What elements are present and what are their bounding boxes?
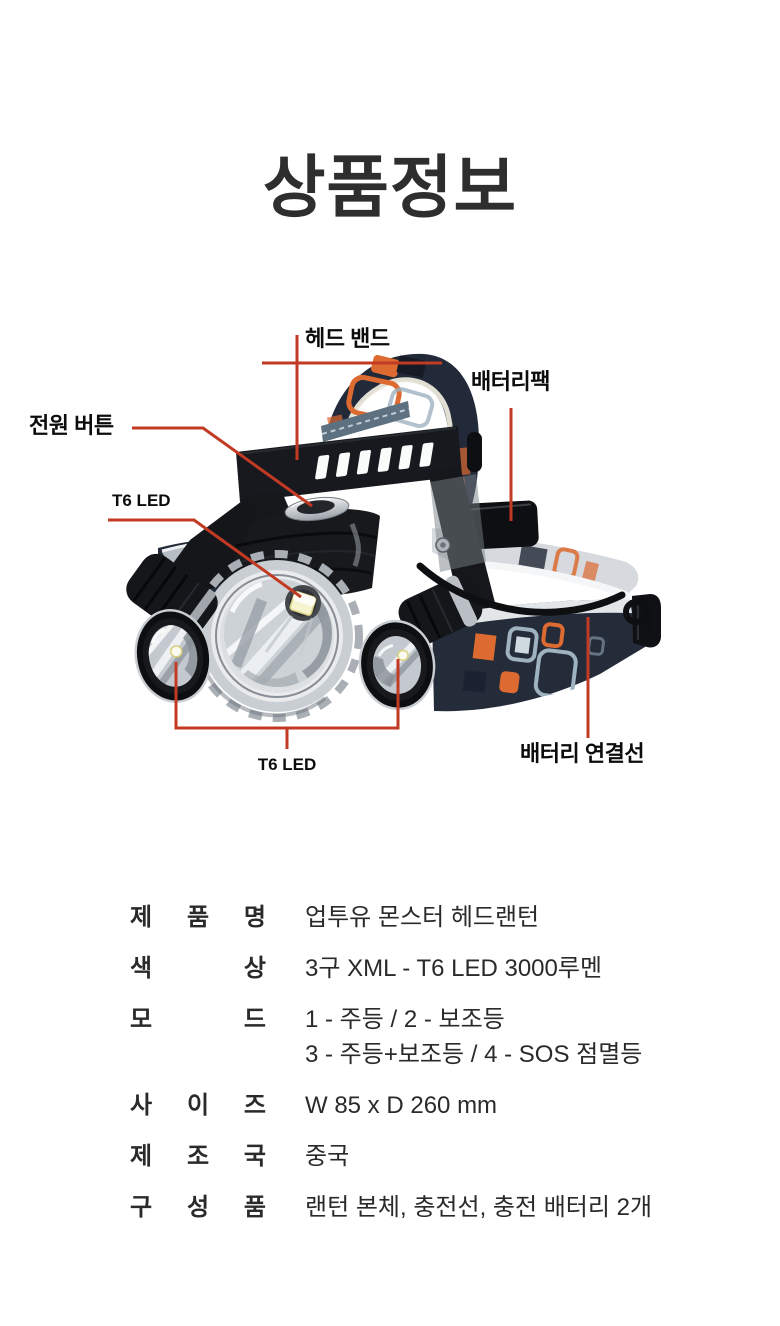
spec-row-country: 제 조 국 중국 [130,1139,690,1174]
spec-row-product-name: 제 품 명 업투유 몬스터 헤드랜턴 [130,900,690,935]
band-pattern [462,622,605,700]
left-led [126,553,218,704]
mode-line-1: 1 - 주등 / 2 - 보조등 [305,1006,505,1033]
headlamp-illustration [108,335,661,749]
spec-label: 구 성 품 [130,1194,266,1221]
battery-pack-label: 배터리팩 [471,369,550,394]
page-title: 상품정보 [262,150,518,226]
spec-label: 색 상 [130,955,266,982]
left-led-chip [169,645,183,658]
power-button-label: 전원 버튼 [29,413,114,438]
callout-lines [108,335,590,749]
spec-table: 제 품 명 업투유 몬스터 헤드랜턴 색 상 3구 XML - T6 LED 3… [130,900,690,1241]
spec-label: 사 이 즈 [130,1092,266,1119]
spec-value: 업투유 몬스터 헤드랜턴 [305,904,540,931]
battery-cable-label: 배터리 연결선 [520,741,645,766]
spec-value: W 85 x D 260 mm [305,1092,498,1119]
spec-label: 제 품 명 [130,904,266,931]
t6-led-top-label: T6 LED [112,491,171,510]
main-lamp [191,496,380,722]
main-led-bezel [191,550,363,722]
spec-row-mode: 모 드 1 - 주등 / 2 - 보조등 3 - 주등+보조등 / 4 - SO… [130,1002,690,1072]
elastic-strap [321,401,410,442]
spec-value: 3구 XML - T6 LED 3000루멘 [305,955,603,982]
spec-label: 제 조 국 [130,1143,266,1170]
spec-row-color: 색 상 3구 XML - T6 LED 3000루멘 [130,951,690,986]
spec-value: 중국 [305,1143,350,1170]
product-figure: 헤드 밴드 배터리팩 전원 버튼 T6 LED T6 LED 배터리 연결선 [0,300,780,820]
mode-line-2: 3 - 주등+보조등 / 4 - SOS 점멸등 [305,1041,643,1068]
right-led-chip [397,649,409,662]
vent-slots [315,442,434,480]
strap-tab [467,432,482,472]
battery-cable [416,562,653,629]
spec-value: 1 - 주등 / 2 - 보조등 3 - 주등+보조등 / 4 - SOS 점멸… [305,1002,642,1072]
t6-led-bottom-label: T6 LED [257,755,317,774]
spec-value: 랜턴 본체, 충전선, 충전 배터리 2개 [305,1194,653,1221]
spec-row-components: 구 성 품 랜턴 본체, 충전선, 충전 배터리 2개 [130,1190,690,1225]
spec-row-size: 사 이 즈 W 85 x D 260 mm [130,1088,690,1123]
head-band-label: 헤드 밴드 [305,326,390,351]
spec-label: 모 드 [130,1006,266,1033]
